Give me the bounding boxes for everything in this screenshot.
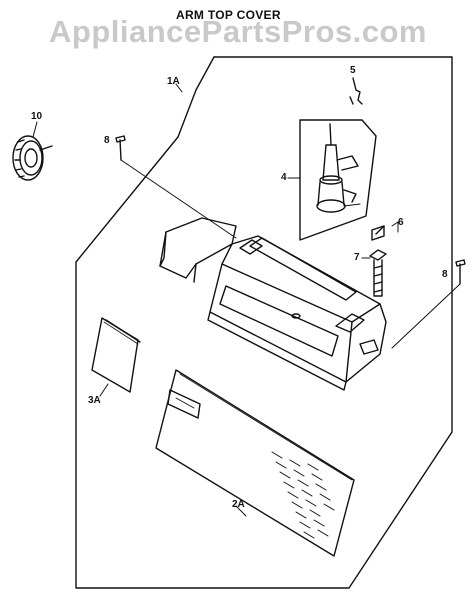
- clip-part-6: [371, 221, 399, 241]
- callout-10: 10: [31, 111, 43, 122]
- callout-3A: 3A: [88, 395, 101, 406]
- bracket-outline-part-4: [287, 119, 377, 241]
- spring-part-5: [349, 77, 363, 105]
- callout-8-left: 8: [104, 135, 110, 146]
- knob-part-10: [12, 135, 53, 181]
- callout-2A: 2A: [232, 499, 245, 510]
- callout-6: 6: [398, 217, 404, 228]
- callout-8-right: 8: [442, 269, 448, 280]
- screw-part-8-right: [391, 259, 466, 349]
- assembly-boundary: [75, 56, 453, 589]
- arm-top-cover-part-1A: [159, 217, 387, 391]
- cover-plate-part-3A: [91, 317, 141, 397]
- callout-7: 7: [354, 252, 360, 263]
- shaft-assembly-part-4: [316, 123, 361, 213]
- callout-1A: 1A: [167, 76, 180, 87]
- front-panel-part-2A: [155, 369, 355, 557]
- boundary-notch: [177, 56, 215, 138]
- diagram-title: ARM TOP COVER: [176, 8, 281, 22]
- callout-5: 5: [350, 65, 356, 76]
- screw-part-8-left: [115, 135, 237, 239]
- callout-4: 4: [281, 172, 287, 183]
- screw-part-7: [361, 249, 387, 297]
